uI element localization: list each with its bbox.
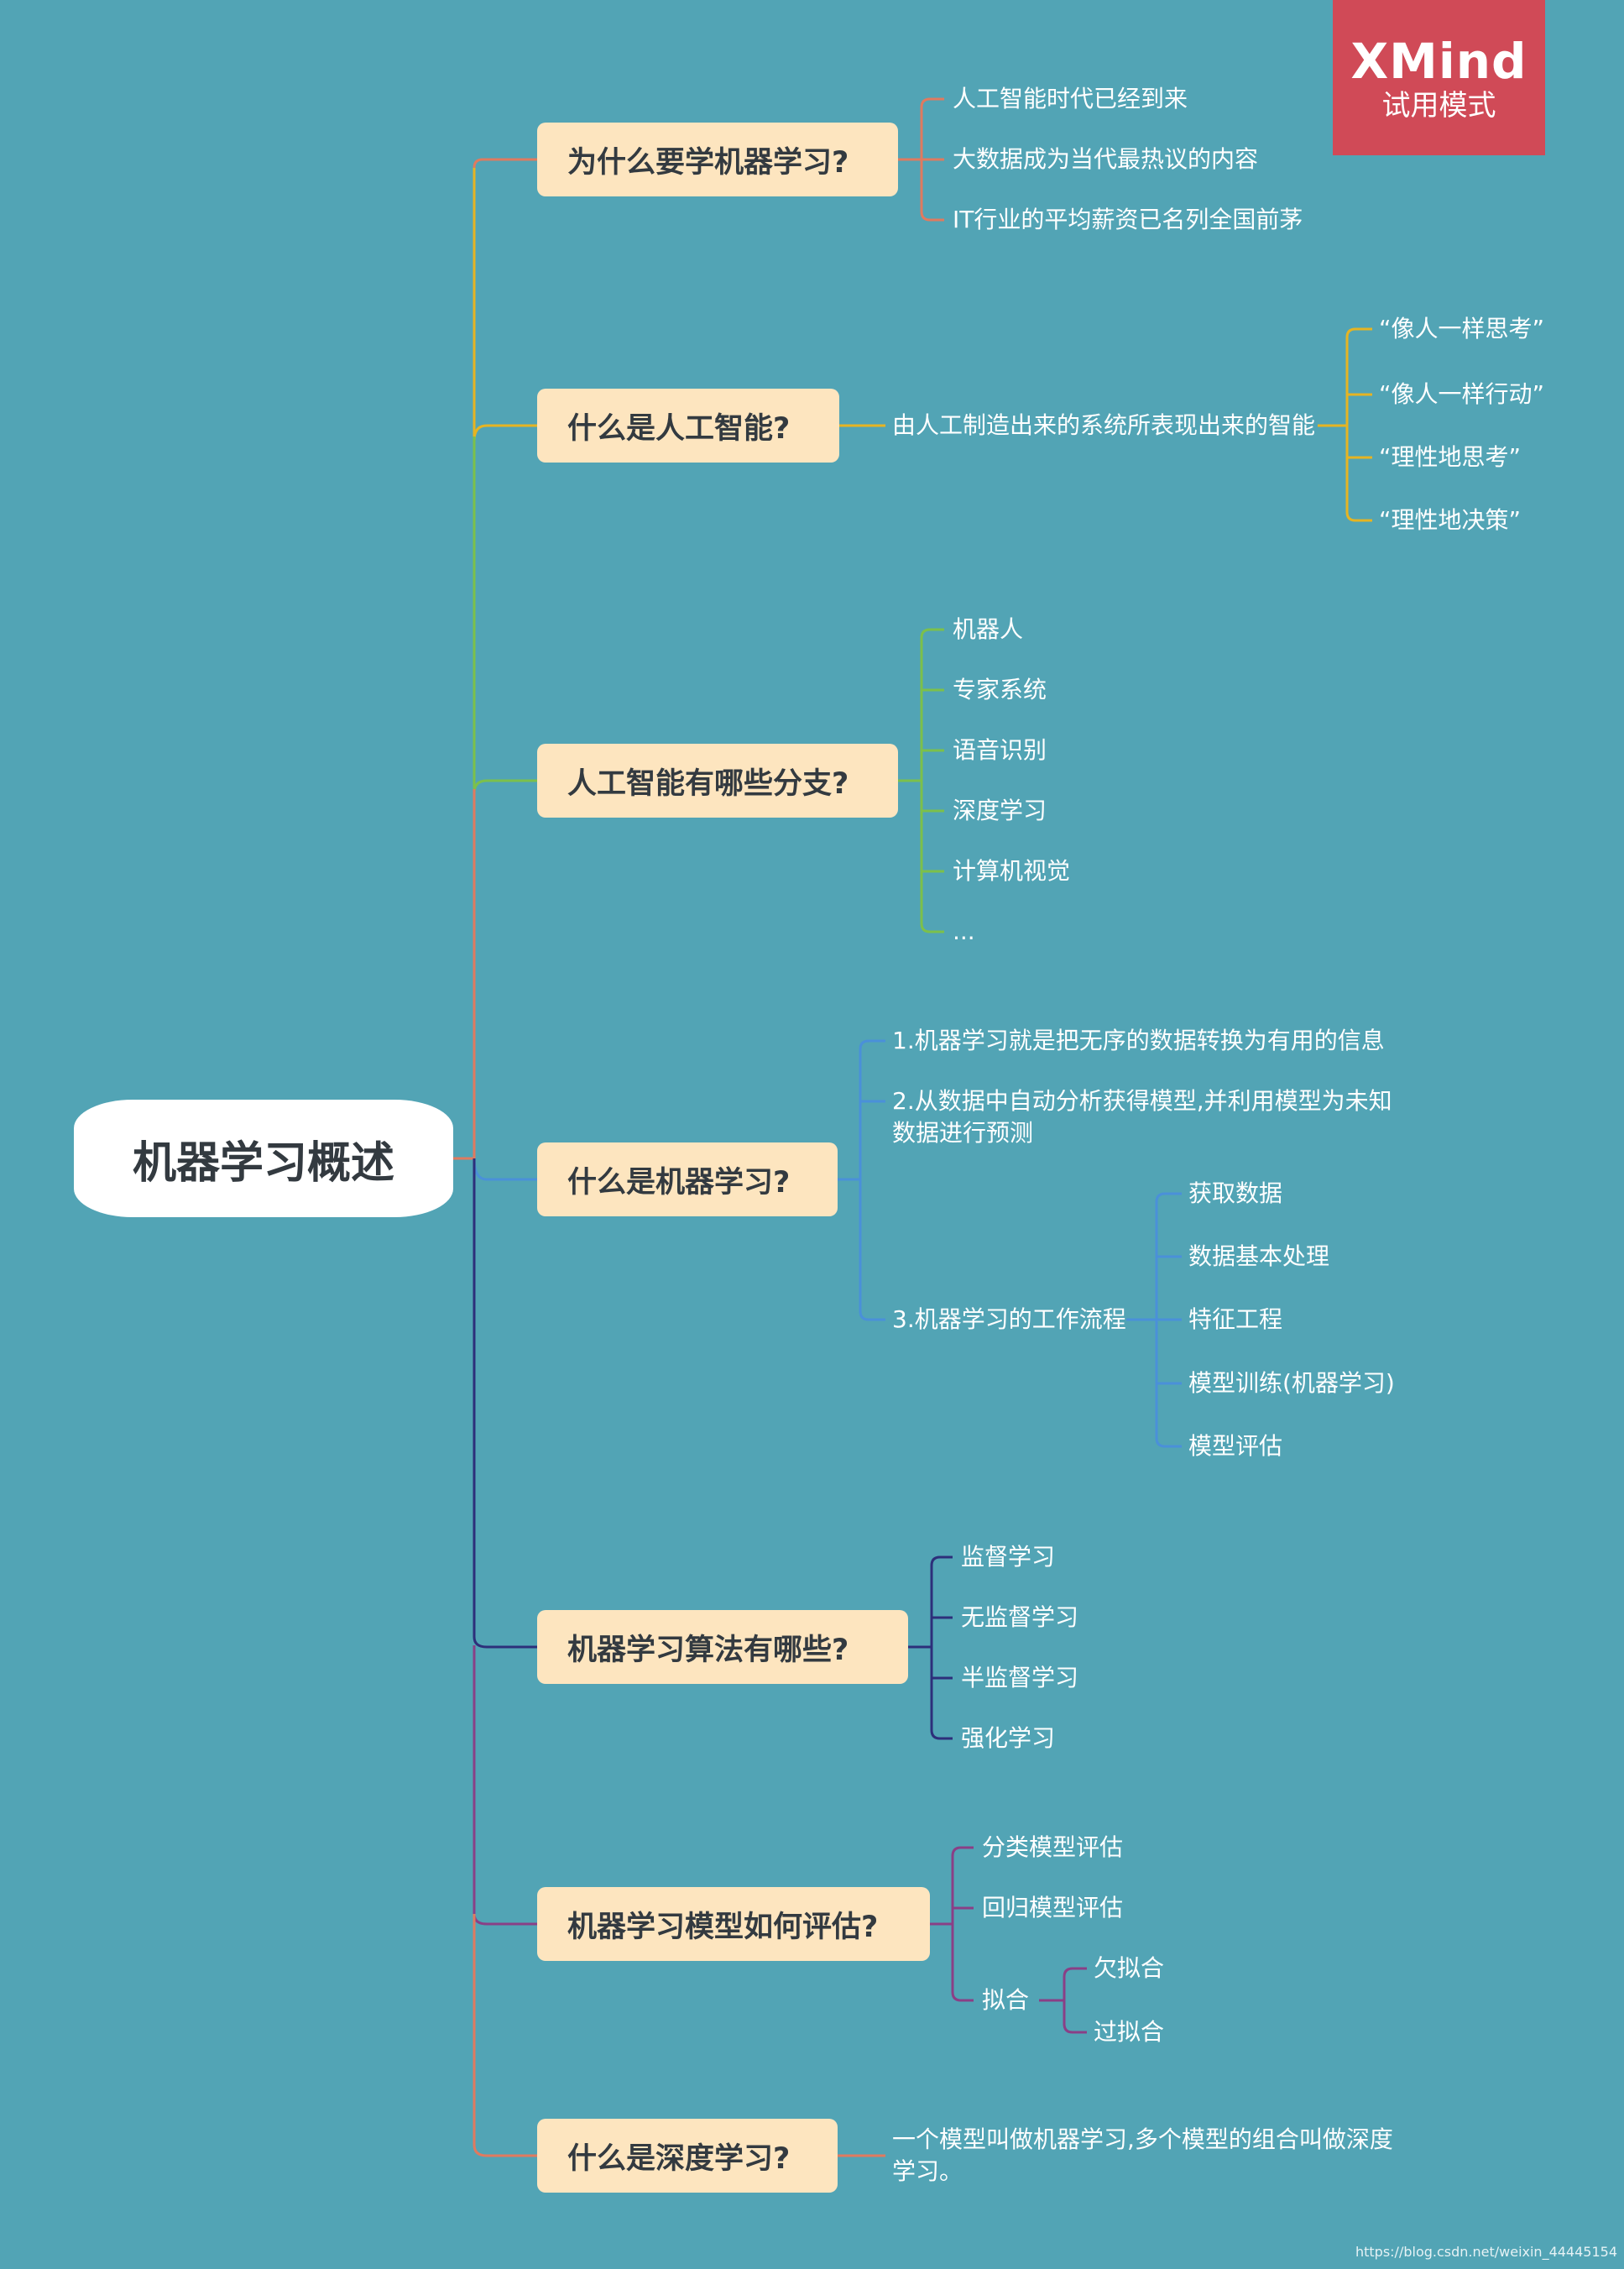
- subtopic[interactable]: 过拟合: [1094, 2018, 1165, 2046]
- subtopic[interactable]: 无监督学习: [961, 1603, 1079, 1631]
- topic-ai-branches[interactable]: 人工智能有哪些分支?: [537, 744, 898, 818]
- subtopic[interactable]: “像人一样行动”: [1379, 380, 1545, 408]
- subtopic[interactable]: 模型训练(机器学习): [1188, 1369, 1395, 1397]
- subtopic[interactable]: 人工智能时代已经到来: [953, 85, 1188, 112]
- spine-segment: [473, 424, 537, 442]
- subtopic[interactable]: 数据基本处理: [1188, 1242, 1330, 1270]
- subtopic[interactable]: 2.从数据中自动分析获得模型,并利用模型为未知数据进行预测: [892, 1087, 1392, 1147]
- subtopic[interactable]: 半监督学习: [961, 1664, 1079, 1691]
- subtopic[interactable]: 1.机器学习就是把无序的数据转换为有用的信息: [892, 1027, 1385, 1054]
- subtopic[interactable]: 特征工程: [1188, 1305, 1283, 1333]
- branch-line: [1345, 327, 1372, 426]
- xmind-trial-badge: XMind 试用模式: [1333, 0, 1545, 155]
- subtopic[interactable]: 获取数据: [1188, 1179, 1283, 1207]
- branch-line: [930, 1647, 953, 1740]
- subtopic[interactable]: 计算机视觉: [953, 857, 1071, 885]
- branch-line: [951, 1846, 974, 1924]
- subtopic[interactable]: 一个模型叫做机器学习,多个模型的组合叫做深度学习。: [892, 2125, 1393, 2185]
- topic-what-is-ml[interactable]: 什么是机器学习?: [537, 1142, 838, 1216]
- subtopic[interactable]: 强化学习: [961, 1724, 1056, 1752]
- branch-line: [859, 1039, 885, 1179]
- watermark-url: https://blog.csdn.net/weixin_44445154: [1355, 2244, 1617, 2260]
- subtopic[interactable]: ...: [953, 918, 975, 945]
- spine-segment: [473, 1158, 537, 1649]
- subtopic[interactable]: 语音识别: [953, 736, 1047, 764]
- topic-why-learn-ml[interactable]: 为什么要学机器学习?: [537, 123, 898, 196]
- branch-line: [1155, 1320, 1182, 1448]
- topic-ml-evaluation[interactable]: 机器学习模型如何评估?: [537, 1887, 930, 1961]
- badge-subtitle: 试用模式: [1381, 89, 1496, 123]
- spine-segment: [473, 1914, 537, 2157]
- spine-segment: [473, 158, 537, 1158]
- branch-line: [1345, 426, 1372, 522]
- branch-line: [920, 628, 944, 781]
- subtopic[interactable]: 模型评估: [1188, 1432, 1283, 1460]
- branch-line: [920, 159, 944, 222]
- branch-line: [920, 97, 944, 159]
- subtopic[interactable]: IT行业的平均薪资已名列全国前茅: [953, 206, 1303, 233]
- spine-segment: [473, 1645, 537, 1926]
- topic-what-is-ai[interactable]: 什么是人工智能?: [537, 389, 839, 463]
- subtopic[interactable]: “像人一样思考”: [1379, 315, 1545, 342]
- subtopic[interactable]: 深度学习: [953, 797, 1047, 824]
- central-topic[interactable]: 机器学习概述: [74, 1100, 453, 1217]
- subtopic[interactable]: 机器人: [953, 615, 1024, 643]
- branch-line: [1063, 2000, 1087, 2034]
- subtopic[interactable]: 回归模型评估: [982, 1894, 1124, 1921]
- branch-line: [920, 781, 944, 933]
- subtopic[interactable]: 由人工制造出来的系统所表现出来的智能: [892, 411, 1316, 439]
- subtopic[interactable]: 分类模型评估: [982, 1833, 1124, 1861]
- subtopic[interactable]: 欠拟合: [1094, 1954, 1165, 1982]
- branch-line: [930, 1555, 953, 1647]
- subtopic[interactable]: 大数据成为当代最热议的内容: [953, 145, 1259, 173]
- badge-brand: XMind: [1350, 33, 1527, 90]
- subtopic[interactable]: 拟合: [982, 1986, 1030, 2014]
- subtopic[interactable]: 监督学习: [961, 1543, 1056, 1571]
- topic-what-is-dl[interactable]: 什么是深度学习?: [537, 2119, 838, 2193]
- branch-line: [951, 1924, 974, 2002]
- subtopic[interactable]: “理性地思考”: [1379, 443, 1522, 471]
- topic-ml-algorithms[interactable]: 机器学习算法有哪些?: [537, 1610, 908, 1684]
- spine-segment: [473, 1158, 537, 1181]
- subtopic[interactable]: 3.机器学习的工作流程: [892, 1305, 1126, 1333]
- spine-segment: [473, 779, 537, 794]
- branch-line: [1155, 1192, 1182, 1320]
- subtopic[interactable]: “理性地决策”: [1379, 506, 1522, 534]
- branch-line: [859, 1179, 885, 1321]
- branch-line: [1063, 1967, 1087, 2000]
- subtopic[interactable]: 专家系统: [953, 676, 1047, 703]
